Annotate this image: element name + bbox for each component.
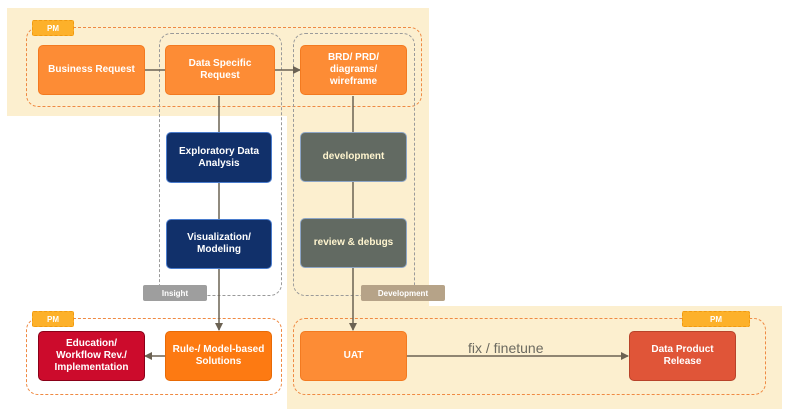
- insight-tag: Insight: [143, 285, 207, 301]
- development-group: [293, 33, 415, 296]
- pm-tag-bottom-left: PM: [32, 311, 74, 327]
- exploratory-data-analysis-node: Exploratory Data Analysis: [166, 132, 272, 183]
- uat-node: UAT: [300, 331, 407, 381]
- development-node: development: [300, 132, 407, 182]
- pm-bottom-right-group: [293, 318, 766, 395]
- brd-prd-node: BRD/ PRD/ diagrams/ wireframe: [300, 45, 407, 95]
- insight-group: [159, 33, 282, 296]
- fix-finetune-label: fix / finetune: [468, 340, 544, 356]
- data-specific-request-node: Data Specific Request: [165, 45, 275, 95]
- pm-tag-top: PM: [32, 20, 74, 36]
- rule-model-solutions-node: Rule-/ Model-based Solutions: [165, 331, 272, 381]
- pm-bottom-left-group: [26, 318, 282, 395]
- development-tag: Development: [361, 285, 445, 301]
- education-workflow-node: Education/ Workflow Rev./ Implementation: [38, 331, 145, 381]
- pm-tag-bottom-right: PM: [682, 311, 750, 327]
- pm-top-group: [26, 27, 422, 107]
- data-product-release-node: Data Product Release: [629, 331, 736, 381]
- business-request-node: Business Request: [38, 45, 145, 95]
- review-debugs-node: review & debugs: [300, 218, 407, 268]
- visualization-modeling-node: Visualization/ Modeling: [166, 219, 272, 269]
